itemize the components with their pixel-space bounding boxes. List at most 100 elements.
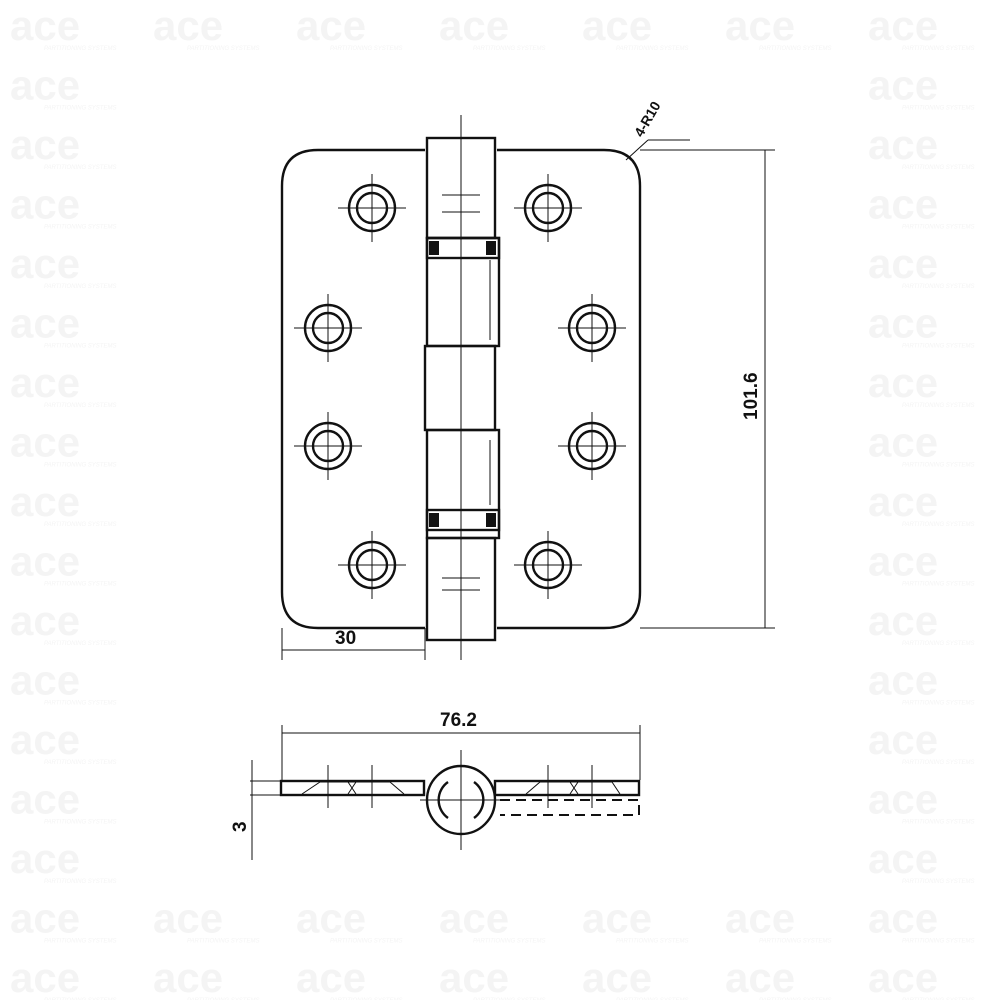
watermark-logo: ace xyxy=(296,954,366,1000)
watermark-logo: ace xyxy=(10,716,80,763)
watermark-tagline: PARTITIONING SYSTEMS xyxy=(44,106,116,112)
watermark-logo: ace xyxy=(10,776,80,823)
watermark-logo: ace xyxy=(10,419,80,466)
watermark-tagline: PARTITIONING SYSTEMS xyxy=(330,46,402,52)
watermark-logo: ace xyxy=(10,478,80,525)
watermark-logo: ace xyxy=(868,419,938,466)
watermark-tagline: PARTITIONING SYSTEMS xyxy=(44,284,116,290)
watermark-tagline: PARTITIONING SYSTEMS xyxy=(759,998,831,1000)
watermark-logo: ace xyxy=(725,2,795,49)
watermark-tagline: PARTITIONING SYSTEMS xyxy=(44,403,116,409)
watermark-logo: ace xyxy=(868,2,938,49)
watermark-tagline: PARTITIONING SYSTEMS xyxy=(44,760,116,766)
watermark-tagline: PARTITIONING SYSTEMS xyxy=(902,701,974,707)
dimension-radius: 4-R10 xyxy=(625,98,690,161)
screw-hole xyxy=(558,294,626,362)
watermark-logo: ace xyxy=(296,895,366,942)
screw-hole xyxy=(558,412,626,480)
watermark-tagline: PARTITIONING SYSTEMS xyxy=(902,165,974,171)
watermark-logo: ace xyxy=(725,895,795,942)
watermark-tagline: PARTITIONING SYSTEMS xyxy=(44,820,116,826)
watermark-logo: ace xyxy=(10,835,80,882)
watermark-logo: ace xyxy=(439,2,509,49)
watermark-logo: ace xyxy=(10,538,80,585)
watermark-tagline: PARTITIONING SYSTEMS xyxy=(759,939,831,945)
dimension-height: 101.6 xyxy=(640,149,775,629)
watermark-logo: ace xyxy=(868,954,938,1000)
watermark-logo: ace xyxy=(868,300,938,347)
watermark-tagline: PARTITIONING SYSTEMS xyxy=(187,998,259,1000)
watermark-logo: ace xyxy=(153,2,223,49)
watermark-logo: ace xyxy=(10,657,80,704)
dimension-label-30: 30 xyxy=(335,628,356,649)
watermark-logo: ace xyxy=(868,121,938,168)
right-leaf-outline xyxy=(497,148,642,630)
screw-hole xyxy=(338,531,406,599)
watermark-tagline: PARTITIONING SYSTEMS xyxy=(473,998,545,1000)
watermark-tagline: PARTITIONING SYSTEMS xyxy=(473,46,545,52)
watermark-tagline: PARTITIONING SYSTEMS xyxy=(44,641,116,647)
screw-hole xyxy=(294,294,362,362)
watermark-tagline: PARTITIONING SYSTEMS xyxy=(902,522,974,528)
watermark-tagline: PARTITIONING SYSTEMS xyxy=(44,998,116,1000)
watermark-logo: ace xyxy=(868,657,938,704)
watermark-logo: ace xyxy=(725,954,795,1000)
watermark-tagline: PARTITIONING SYSTEMS xyxy=(616,998,688,1000)
watermark-tagline: PARTITIONING SYSTEMS xyxy=(902,46,974,52)
watermark-logo: ace xyxy=(10,895,80,942)
watermark-logo: ace xyxy=(10,121,80,168)
watermark-logo: ace xyxy=(10,359,80,406)
watermark-tagline: PARTITIONING SYSTEMS xyxy=(902,760,974,766)
watermark-tagline: PARTITIONING SYSTEMS xyxy=(187,46,259,52)
screw-hole xyxy=(338,174,406,242)
watermark-tagline: PARTITIONING SYSTEMS xyxy=(187,939,259,945)
watermark-tagline: PARTITIONING SYSTEMS xyxy=(902,582,974,588)
watermark-logo: ace xyxy=(868,716,938,763)
watermark-logo: ace xyxy=(868,776,938,823)
watermark-logo: ace xyxy=(153,895,223,942)
watermark-tagline: PARTITIONING SYSTEMS xyxy=(616,46,688,52)
watermark-logo: ace xyxy=(868,538,938,585)
watermark-logo: ace xyxy=(868,835,938,882)
watermark-tagline: PARTITIONING SYSTEMS xyxy=(902,641,974,647)
watermark-logo: ace xyxy=(439,954,509,1000)
watermark-tagline: PARTITIONING SYSTEMS xyxy=(44,225,116,231)
watermark-logo: ace xyxy=(868,181,938,228)
watermark-logo: ace xyxy=(582,954,652,1000)
left-leaf-outline xyxy=(280,148,425,630)
screw-hole xyxy=(294,412,362,480)
watermark-tagline: PARTITIONING SYSTEMS xyxy=(902,998,974,1000)
watermark-tagline: PARTITIONING SYSTEMS xyxy=(616,939,688,945)
watermark-tagline: PARTITIONING SYSTEMS xyxy=(44,582,116,588)
watermark-logo: ace xyxy=(868,240,938,287)
watermark-logo: ace xyxy=(582,2,652,49)
watermark-tagline: PARTITIONING SYSTEMS xyxy=(902,225,974,231)
watermark-logo: ace xyxy=(10,240,80,287)
screw-hole xyxy=(514,174,582,242)
watermark-tagline: PARTITIONING SYSTEMS xyxy=(473,939,545,945)
watermark-logo: ace xyxy=(868,478,938,525)
watermark-tagline: PARTITIONING SYSTEMS xyxy=(902,344,974,350)
watermark-logo: ace xyxy=(868,359,938,406)
screw-hole xyxy=(514,531,582,599)
watermark-logo: ace xyxy=(439,895,509,942)
watermark-tagline: PARTITIONING SYSTEMS xyxy=(330,939,402,945)
watermark-tagline: PARTITIONING SYSTEMS xyxy=(330,998,402,1000)
watermark-tagline: PARTITIONING SYSTEMS xyxy=(759,46,831,52)
watermark-logo: ace xyxy=(10,2,80,49)
watermark-tagline: PARTITIONING SYSTEMS xyxy=(902,820,974,826)
watermark-logo: ace xyxy=(868,895,938,942)
front-view xyxy=(280,115,642,660)
watermark-logo: ace xyxy=(10,181,80,228)
watermark-tagline: PARTITIONING SYSTEMS xyxy=(902,106,974,112)
watermark-tagline: PARTITIONING SYSTEMS xyxy=(902,939,974,945)
watermark-tagline: PARTITIONING SYSTEMS xyxy=(44,344,116,350)
watermark-tagline: PARTITIONING SYSTEMS xyxy=(902,403,974,409)
watermark-tagline: PARTITIONING SYSTEMS xyxy=(44,46,116,52)
watermark-logo: ace xyxy=(868,62,938,109)
watermark-tagline: PARTITIONING SYSTEMS xyxy=(44,879,116,885)
watermark-tagline: PARTITIONING SYSTEMS xyxy=(44,522,116,528)
watermark-logo: ace xyxy=(582,895,652,942)
dimension-label-101-6: 101.6 xyxy=(741,372,762,420)
